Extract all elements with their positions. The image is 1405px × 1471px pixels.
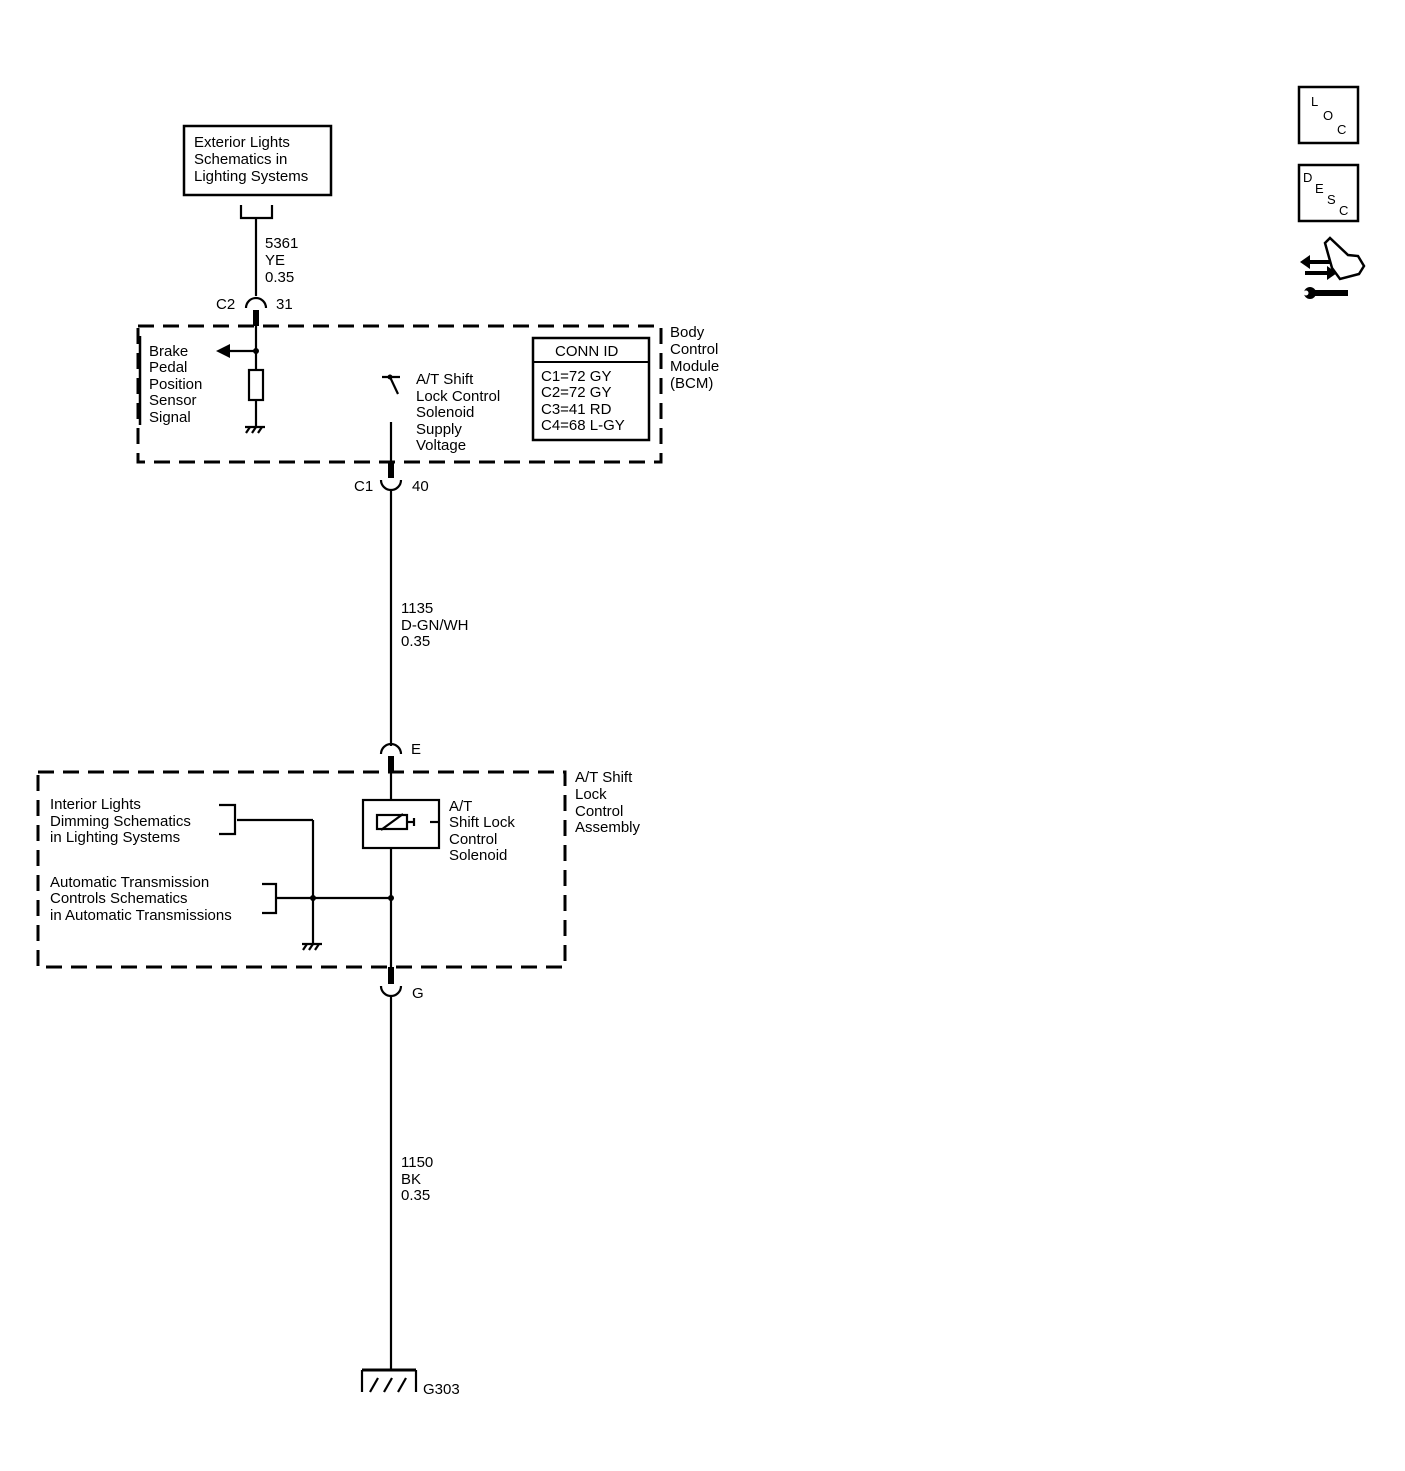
wire-5361-gauge: 0.35 bbox=[265, 269, 294, 286]
loc-letter-2: O bbox=[1323, 108, 1333, 123]
shift-lock-title-line4: Assembly bbox=[575, 819, 641, 836]
wire-1150-color: BK bbox=[401, 1171, 421, 1188]
solenoid-label-line2: Shift Lock bbox=[449, 814, 515, 831]
bcm-title-line1: Body bbox=[670, 324, 705, 341]
interior-ref-line1: Interior Lights bbox=[50, 796, 141, 813]
connector-c2-name: C2 bbox=[216, 296, 235, 313]
solenoid-supply-line5: Voltage bbox=[416, 437, 466, 454]
wire-1135-color: D-GN/WH bbox=[401, 617, 469, 634]
conn-id-row-2: C2=72 GY bbox=[541, 384, 611, 401]
solenoid-label-line3: Control bbox=[449, 831, 497, 848]
trans-ref-line2: Controls Schematics bbox=[50, 890, 188, 907]
brake-signal-line1: Brake bbox=[149, 343, 188, 360]
brake-signal-line4: Sensor bbox=[149, 392, 197, 409]
interior-ref-line2: Dimming Schematics bbox=[50, 813, 191, 830]
connector-g[interactable] bbox=[379, 967, 403, 998]
brake-signal-line3: Position bbox=[149, 376, 202, 393]
wire-1135-circuit: 1135 bbox=[401, 600, 433, 617]
connector-c1-pin: 40 bbox=[412, 478, 429, 495]
loc-letter-3: C bbox=[1337, 122, 1346, 137]
trans-ref-line3: in Automatic Transmissions bbox=[50, 907, 232, 924]
desc-letter-3: S bbox=[1327, 192, 1336, 207]
conn-id-header: CONN ID bbox=[555, 343, 619, 360]
bcm-title-line2: Control bbox=[670, 341, 718, 358]
solenoid-supply-line4: Supply bbox=[416, 421, 462, 438]
loc-button[interactable]: L O C bbox=[1297, 85, 1360, 145]
brake-signal-line5: Signal bbox=[149, 409, 191, 426]
ref-bracket bbox=[239, 205, 274, 220]
wire-5361-circuit: 5361 bbox=[265, 235, 298, 252]
shift-lock-title-line1: A/T Shift bbox=[575, 769, 633, 786]
desc-letter-4: C bbox=[1339, 203, 1348, 218]
wire-5361-color: YE bbox=[265, 252, 285, 269]
conn-id-row-1: C1=72 GY bbox=[541, 368, 611, 385]
exterior-lights-ref-line2: Schematics in bbox=[194, 151, 287, 168]
solenoid-supply-line1: A/T Shift bbox=[416, 371, 474, 388]
solenoid-icon bbox=[361, 798, 441, 850]
wire-1150-circuit: 1150 bbox=[401, 1154, 433, 1171]
connector-repair-icon[interactable] bbox=[1300, 236, 1366, 299]
solenoid-label-line1: A/T bbox=[449, 798, 472, 815]
shift-lock-title-line3: Control bbox=[575, 803, 623, 820]
desc-letter-1: D bbox=[1303, 170, 1312, 185]
brake-signal-line2: Pedal bbox=[149, 359, 187, 376]
connector-c1[interactable] bbox=[379, 462, 403, 492]
desc-letter-2: E bbox=[1315, 181, 1324, 196]
interior-ref-line3: in Lighting Systems bbox=[50, 829, 180, 846]
interior-ref-bracket bbox=[219, 803, 237, 836]
solenoid-label-line4: Solenoid bbox=[449, 847, 507, 864]
conn-id-row-4: C4=68 L-GY bbox=[541, 417, 625, 434]
bcm-module-outline bbox=[136, 324, 663, 464]
wire-1135-gauge: 0.35 bbox=[401, 633, 430, 650]
solenoid-supply-line3: Solenoid bbox=[416, 404, 474, 421]
signal-arrow-icon bbox=[216, 344, 230, 358]
pulldown-resistor-icon bbox=[247, 368, 265, 402]
trans-ref-bracket bbox=[262, 882, 278, 915]
interior-lights-ref[interactable]: Interior Lights Dimming Schematics in Li… bbox=[50, 796, 191, 846]
trans-ref-line1: Automatic Transmission bbox=[50, 874, 209, 891]
connector-c2-pin: 31 bbox=[276, 296, 293, 313]
loc-letter-1: L bbox=[1311, 94, 1318, 109]
exterior-lights-ref-line1: Exterior Lights bbox=[194, 134, 290, 151]
conn-id-table: CONN ID C1=72 GY C2=72 GY C3=41 RD C4=68… bbox=[531, 336, 651, 442]
connector-e[interactable] bbox=[379, 742, 403, 772]
exterior-lights-ref-line3: Lighting Systems bbox=[194, 168, 308, 185]
ground-g303-label: G303 bbox=[423, 1381, 460, 1398]
bcm-title-line4: (BCM) bbox=[670, 375, 713, 392]
exterior-lights-ref-box[interactable]: Exterior Lights Schematics in Lighting S… bbox=[182, 124, 333, 197]
wire-1150-gauge: 0.35 bbox=[401, 1187, 430, 1204]
chassis-ground-icon-assembly bbox=[302, 942, 322, 951]
connector-e-name: E bbox=[411, 741, 421, 758]
shift-lock-title-line2: Lock bbox=[575, 786, 607, 803]
shift-lock-assembly-outline bbox=[36, 770, 567, 969]
ground-g303-icon[interactable] bbox=[360, 1368, 418, 1393]
transmission-controls-ref[interactable]: Automatic Transmission Controls Schemati… bbox=[50, 874, 232, 924]
connector-c2[interactable] bbox=[244, 296, 268, 326]
connector-g-name: G bbox=[412, 985, 424, 1002]
conn-id-row-3: C3=41 RD bbox=[541, 401, 612, 418]
desc-button[interactable]: D E S C bbox=[1297, 163, 1360, 223]
connector-c1-name: C1 bbox=[354, 478, 373, 495]
chassis-ground-icon-bcm bbox=[245, 425, 265, 434]
solenoid-supply-line2: Lock Control bbox=[416, 388, 500, 405]
bcm-title-line3: Module bbox=[670, 358, 719, 375]
high-side-switch-icon bbox=[382, 374, 400, 462]
